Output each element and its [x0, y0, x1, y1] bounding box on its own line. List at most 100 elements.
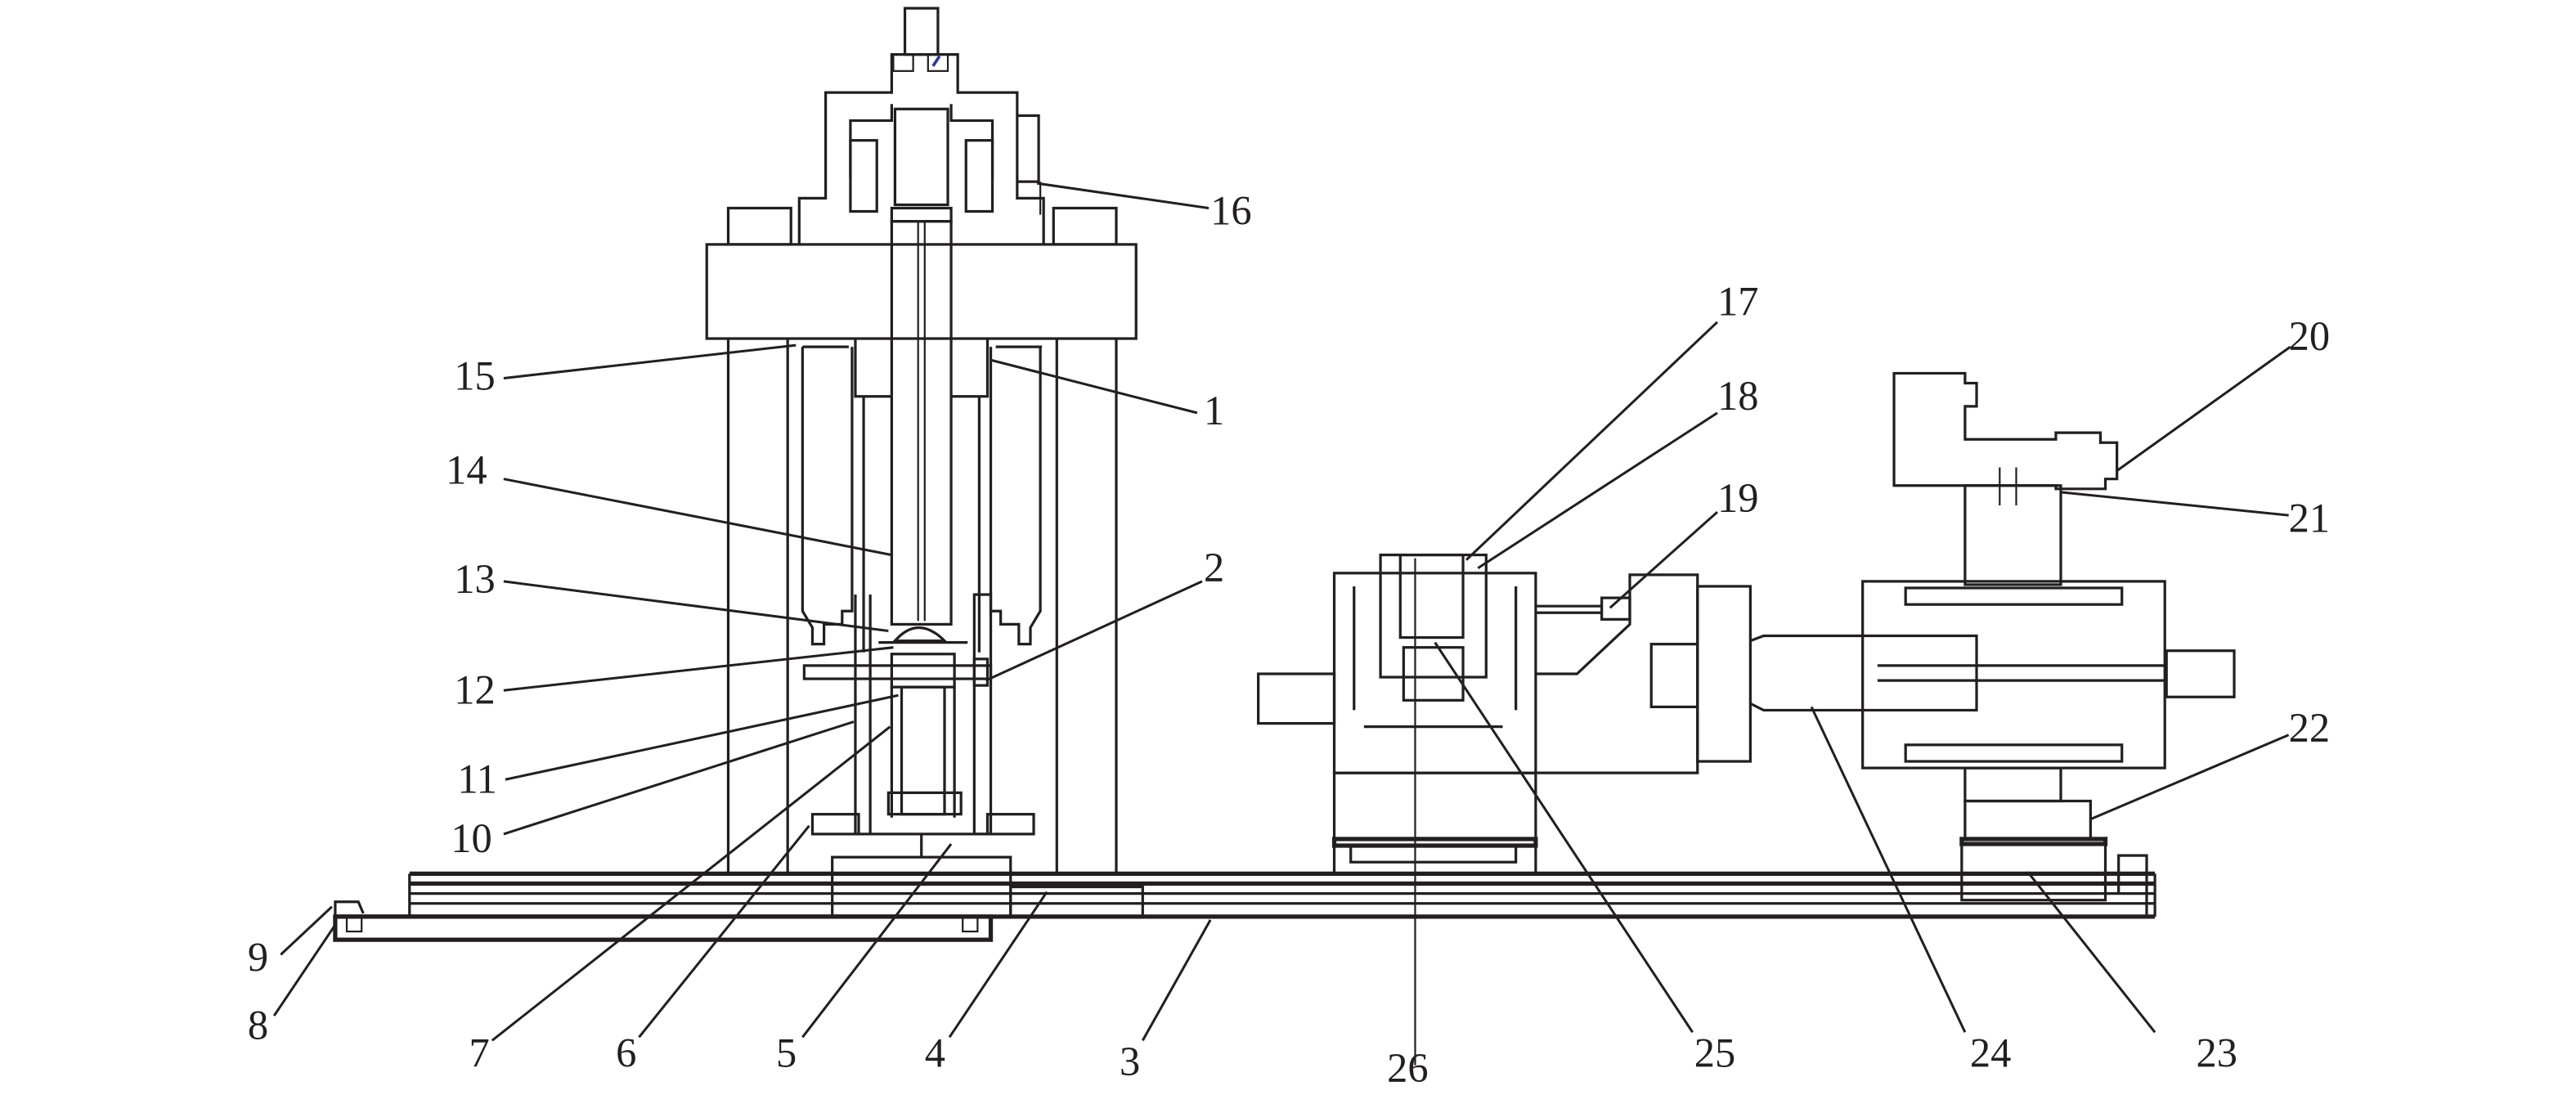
- leader-22: [2089, 734, 2290, 821]
- cylinder-left: [801, 347, 854, 646]
- leader-21: [2060, 491, 2289, 517]
- spindle-end: [2165, 649, 2236, 698]
- crosshead-cap-right: [1052, 206, 1118, 246]
- callout-4: 4: [925, 1030, 945, 1076]
- vertical-press-column: [705, 7, 1138, 874]
- leader-6: [638, 824, 810, 1039]
- leader-5: [801, 843, 953, 1039]
- pedestal-slide: [1960, 837, 2107, 902]
- leader-9: [280, 905, 333, 956]
- clamp-lower-jaw: [1402, 646, 1465, 702]
- inner-block-left: [849, 139, 878, 213]
- leader-15: [503, 343, 797, 379]
- leader-2: [985, 580, 1203, 682]
- clamp-body: [1332, 572, 1537, 774]
- clamp-side-block: [1257, 672, 1336, 725]
- callout-22: 22: [2289, 705, 2330, 751]
- die-holder: [890, 653, 956, 689]
- callout-20: 20: [2289, 313, 2330, 359]
- callout-1: 1: [1204, 388, 1224, 433]
- spindle-column-lower: [1963, 766, 2062, 803]
- clamp-station: [1257, 553, 1752, 1066]
- flange-left: [810, 813, 860, 836]
- callout-16: 16: [1210, 188, 1251, 234]
- callout-7: 7: [469, 1030, 489, 1076]
- callout-11: 11: [457, 756, 497, 801]
- leader-25: [1434, 641, 1694, 1034]
- accent-mark: [931, 55, 941, 67]
- leader-4: [948, 891, 1048, 1039]
- die-crossbar: [802, 664, 993, 680]
- die-base: [886, 791, 963, 816]
- clamp-station-base: [1332, 771, 1537, 875]
- clamp-jaw: [1398, 553, 1465, 639]
- crosshead-cap-left: [726, 206, 792, 246]
- die-lock: [972, 657, 990, 687]
- leader-16: [1036, 182, 1209, 209]
- leader-23: [2026, 871, 2156, 1034]
- callout-24: 24: [1970, 1030, 2011, 1076]
- base-rail-assembly: [333, 855, 2156, 942]
- top-housing: [797, 53, 1045, 245]
- callout-23: 23: [2197, 1030, 2237, 1076]
- side-bracket: [1016, 114, 1040, 183]
- callout-15: 15: [454, 353, 495, 399]
- callout-8: 8: [248, 1002, 268, 1048]
- spindle-housing: [1861, 580, 2166, 770]
- callout-3: 3: [1120, 1039, 1140, 1084]
- link-arm: [1535, 573, 1699, 774]
- leader-12: [503, 646, 894, 692]
- end-stop: [334, 900, 365, 917]
- crosshead: [705, 243, 1138, 340]
- ram-head: [890, 206, 953, 223]
- callout-5: 5: [776, 1030, 797, 1076]
- spindle-arm: [1749, 634, 1978, 712]
- callout-17: 17: [1717, 279, 1758, 325]
- top-collar-right: [927, 53, 949, 72]
- dome-punch: [891, 626, 948, 643]
- callout-9: 9: [248, 935, 268, 981]
- callout-2: 2: [1204, 545, 1224, 590]
- callout-14: 14: [446, 447, 487, 493]
- drive-motor: [1892, 371, 2119, 491]
- leader-11: [505, 693, 899, 781]
- chuck-flange: [1696, 585, 1752, 763]
- callout-25: 25: [1694, 1030, 1735, 1076]
- die-body: [900, 685, 946, 816]
- callout-12: 12: [454, 666, 495, 712]
- leader-17: [1465, 321, 1719, 561]
- link-pin: [1600, 596, 1631, 621]
- callout-26: 26: [1387, 1045, 1428, 1091]
- leader-8: [272, 924, 337, 1016]
- top-shaft: [903, 7, 940, 56]
- chuck-face: [1649, 643, 1699, 709]
- end-block: [2117, 854, 2148, 917]
- flange-right: [985, 813, 1035, 836]
- callout-13: 13: [454, 556, 495, 602]
- clamp-base-slot: [1349, 844, 1518, 864]
- ram: [890, 220, 953, 626]
- column-carriage: [831, 855, 1012, 918]
- callout-21: 21: [2289, 495, 2330, 541]
- guide-sleeve-left: [854, 339, 892, 398]
- end-stop-foot: [345, 915, 363, 933]
- column-post-right: [972, 593, 993, 836]
- inner-block-right: [964, 139, 994, 213]
- leader-19: [1609, 510, 1719, 609]
- leader-1: [990, 358, 1198, 415]
- top-collar-left: [892, 53, 914, 72]
- leader-20: [2116, 345, 2291, 472]
- leader-18: [1477, 411, 1718, 570]
- housing-top-plate: [1904, 586, 2124, 606]
- pedestal-slide-plate: [1959, 837, 2108, 846]
- spindle-station: [1749, 371, 2236, 917]
- housing-bottom-plate: [1904, 743, 2124, 763]
- leader-3: [1141, 919, 1212, 1042]
- spindle-column-upper: [1963, 484, 2062, 586]
- callout-19: 19: [1717, 475, 1758, 521]
- guide-sleeve-right: [951, 339, 990, 398]
- base-foot: [962, 915, 979, 933]
- callout-10: 10: [451, 815, 491, 861]
- leader-24: [1810, 706, 1967, 1033]
